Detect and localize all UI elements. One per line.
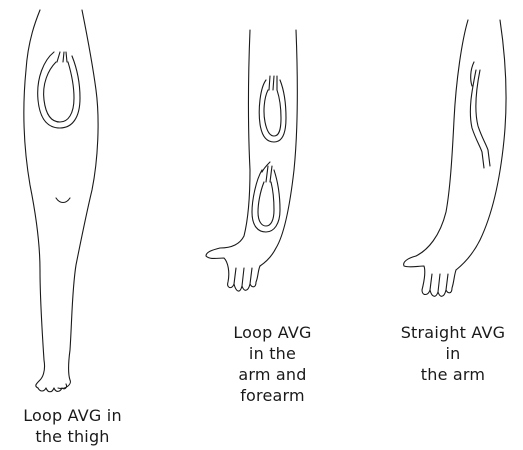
arm2-outline-right <box>260 30 297 266</box>
arm2-outline-left <box>220 30 250 248</box>
forearm-vessel-2 <box>266 166 268 182</box>
arm3-outline-left <box>416 20 468 256</box>
arm3-finger-1 <box>430 274 432 290</box>
straight-arm-figure <box>404 20 506 296</box>
leg-figure <box>24 10 98 392</box>
caption-arm-line-1: Loop AVG <box>205 322 340 343</box>
arm2-finger-3 <box>250 268 252 284</box>
thigh-loop-graft-inner <box>44 62 74 122</box>
leg-outline-right <box>58 10 98 388</box>
arm-vessel-2 <box>273 76 274 90</box>
thigh-vessel-1 <box>57 52 60 62</box>
arm-vessel-1 <box>269 76 270 90</box>
caption-straight-line-2: in <box>388 343 518 364</box>
caption-thigh-line-1: Loop AVG in <box>0 405 145 426</box>
straight-graft-end-1 <box>482 152 484 168</box>
arm2-finger-2 <box>242 268 244 286</box>
caption-thigh-line-2: the thigh <box>0 426 145 447</box>
arm3-finger-3 <box>446 274 448 290</box>
forearm-vessel-1 <box>262 162 270 172</box>
caption-straight-avg-arm: Straight AVG in the arm <box>388 322 518 385</box>
leg-outline-left <box>24 10 45 388</box>
knee-mark <box>56 198 70 203</box>
caption-loop-avg-arm-forearm: Loop AVG in the arm and forearm <box>205 322 340 406</box>
thigh-vessel-3 <box>66 52 67 62</box>
foot-toes <box>38 384 67 392</box>
forearm-vessel-3 <box>270 166 272 182</box>
caption-arm-line-2: in the <box>205 343 340 364</box>
straight-graft-line-2 <box>476 70 488 150</box>
caption-straight-line-1: Straight AVG <box>388 322 518 343</box>
caption-arm-line-3: arm and <box>205 364 340 385</box>
forearm-loop-graft-inner <box>258 182 274 226</box>
thigh-vessel-2 <box>63 52 64 62</box>
arm-loop-graft-inner <box>264 90 281 136</box>
arm2-finger-1 <box>234 268 236 284</box>
arm-forearm-figure <box>206 30 297 291</box>
caption-loop-avg-thigh: Loop AVG in the thigh <box>0 405 145 447</box>
caption-straight-line-3: the arm <box>388 364 518 385</box>
caption-arm-line-4: forearm <box>205 385 340 406</box>
straight-graft-end-2 <box>488 150 490 166</box>
arm3-finger-2 <box>438 274 440 292</box>
arm3-outline-right <box>456 20 506 270</box>
